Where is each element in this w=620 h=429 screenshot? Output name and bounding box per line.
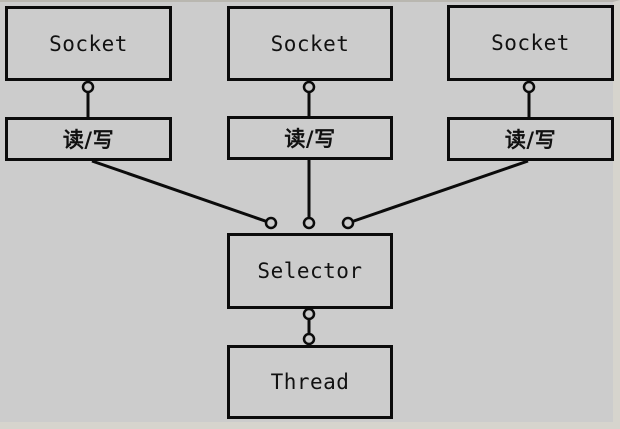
node-thread[interactable]: Thread	[227, 345, 393, 419]
endpoint-selector-out	[302, 307, 316, 321]
endpoint-thread-in	[302, 332, 316, 346]
endpoint-socket3-rw3	[522, 80, 536, 94]
node-label-socket-2: Socket	[270, 31, 350, 56]
node-socket-3[interactable]: Socket	[447, 5, 614, 81]
node-label-rw-2: 读/写	[284, 127, 336, 151]
endpoint-selector-in2	[302, 216, 316, 230]
node-rw-1[interactable]: 读/写	[5, 117, 172, 161]
endpoint-selector-in1	[264, 216, 278, 230]
endpoint-socket2-rw2	[302, 80, 316, 94]
node-label-socket-3: Socket	[491, 31, 570, 55]
node-selector[interactable]: Selector	[227, 233, 393, 309]
node-label-thread: Thread	[270, 370, 350, 394]
node-label-socket-1: Socket	[49, 31, 128, 56]
connector-endpoints	[81, 80, 536, 346]
endpoint-socket1-rw1	[81, 80, 95, 94]
node-socket-1[interactable]: Socket	[5, 6, 172, 81]
node-label-rw-1: 读/写	[62, 128, 115, 152]
node-rw-2[interactable]: 读/写	[227, 116, 393, 160]
connector-rw1-to-selector	[91, 159, 272, 225]
connector-rw3-to-selector	[347, 159, 529, 225]
node-rw-3[interactable]: 读/写	[447, 117, 614, 161]
endpoint-selector-in3	[341, 216, 355, 230]
node-socket-2[interactable]: Socket	[227, 6, 393, 81]
node-label-rw-3: 读/写	[504, 128, 557, 152]
node-label-selector: Selector	[257, 259, 363, 283]
